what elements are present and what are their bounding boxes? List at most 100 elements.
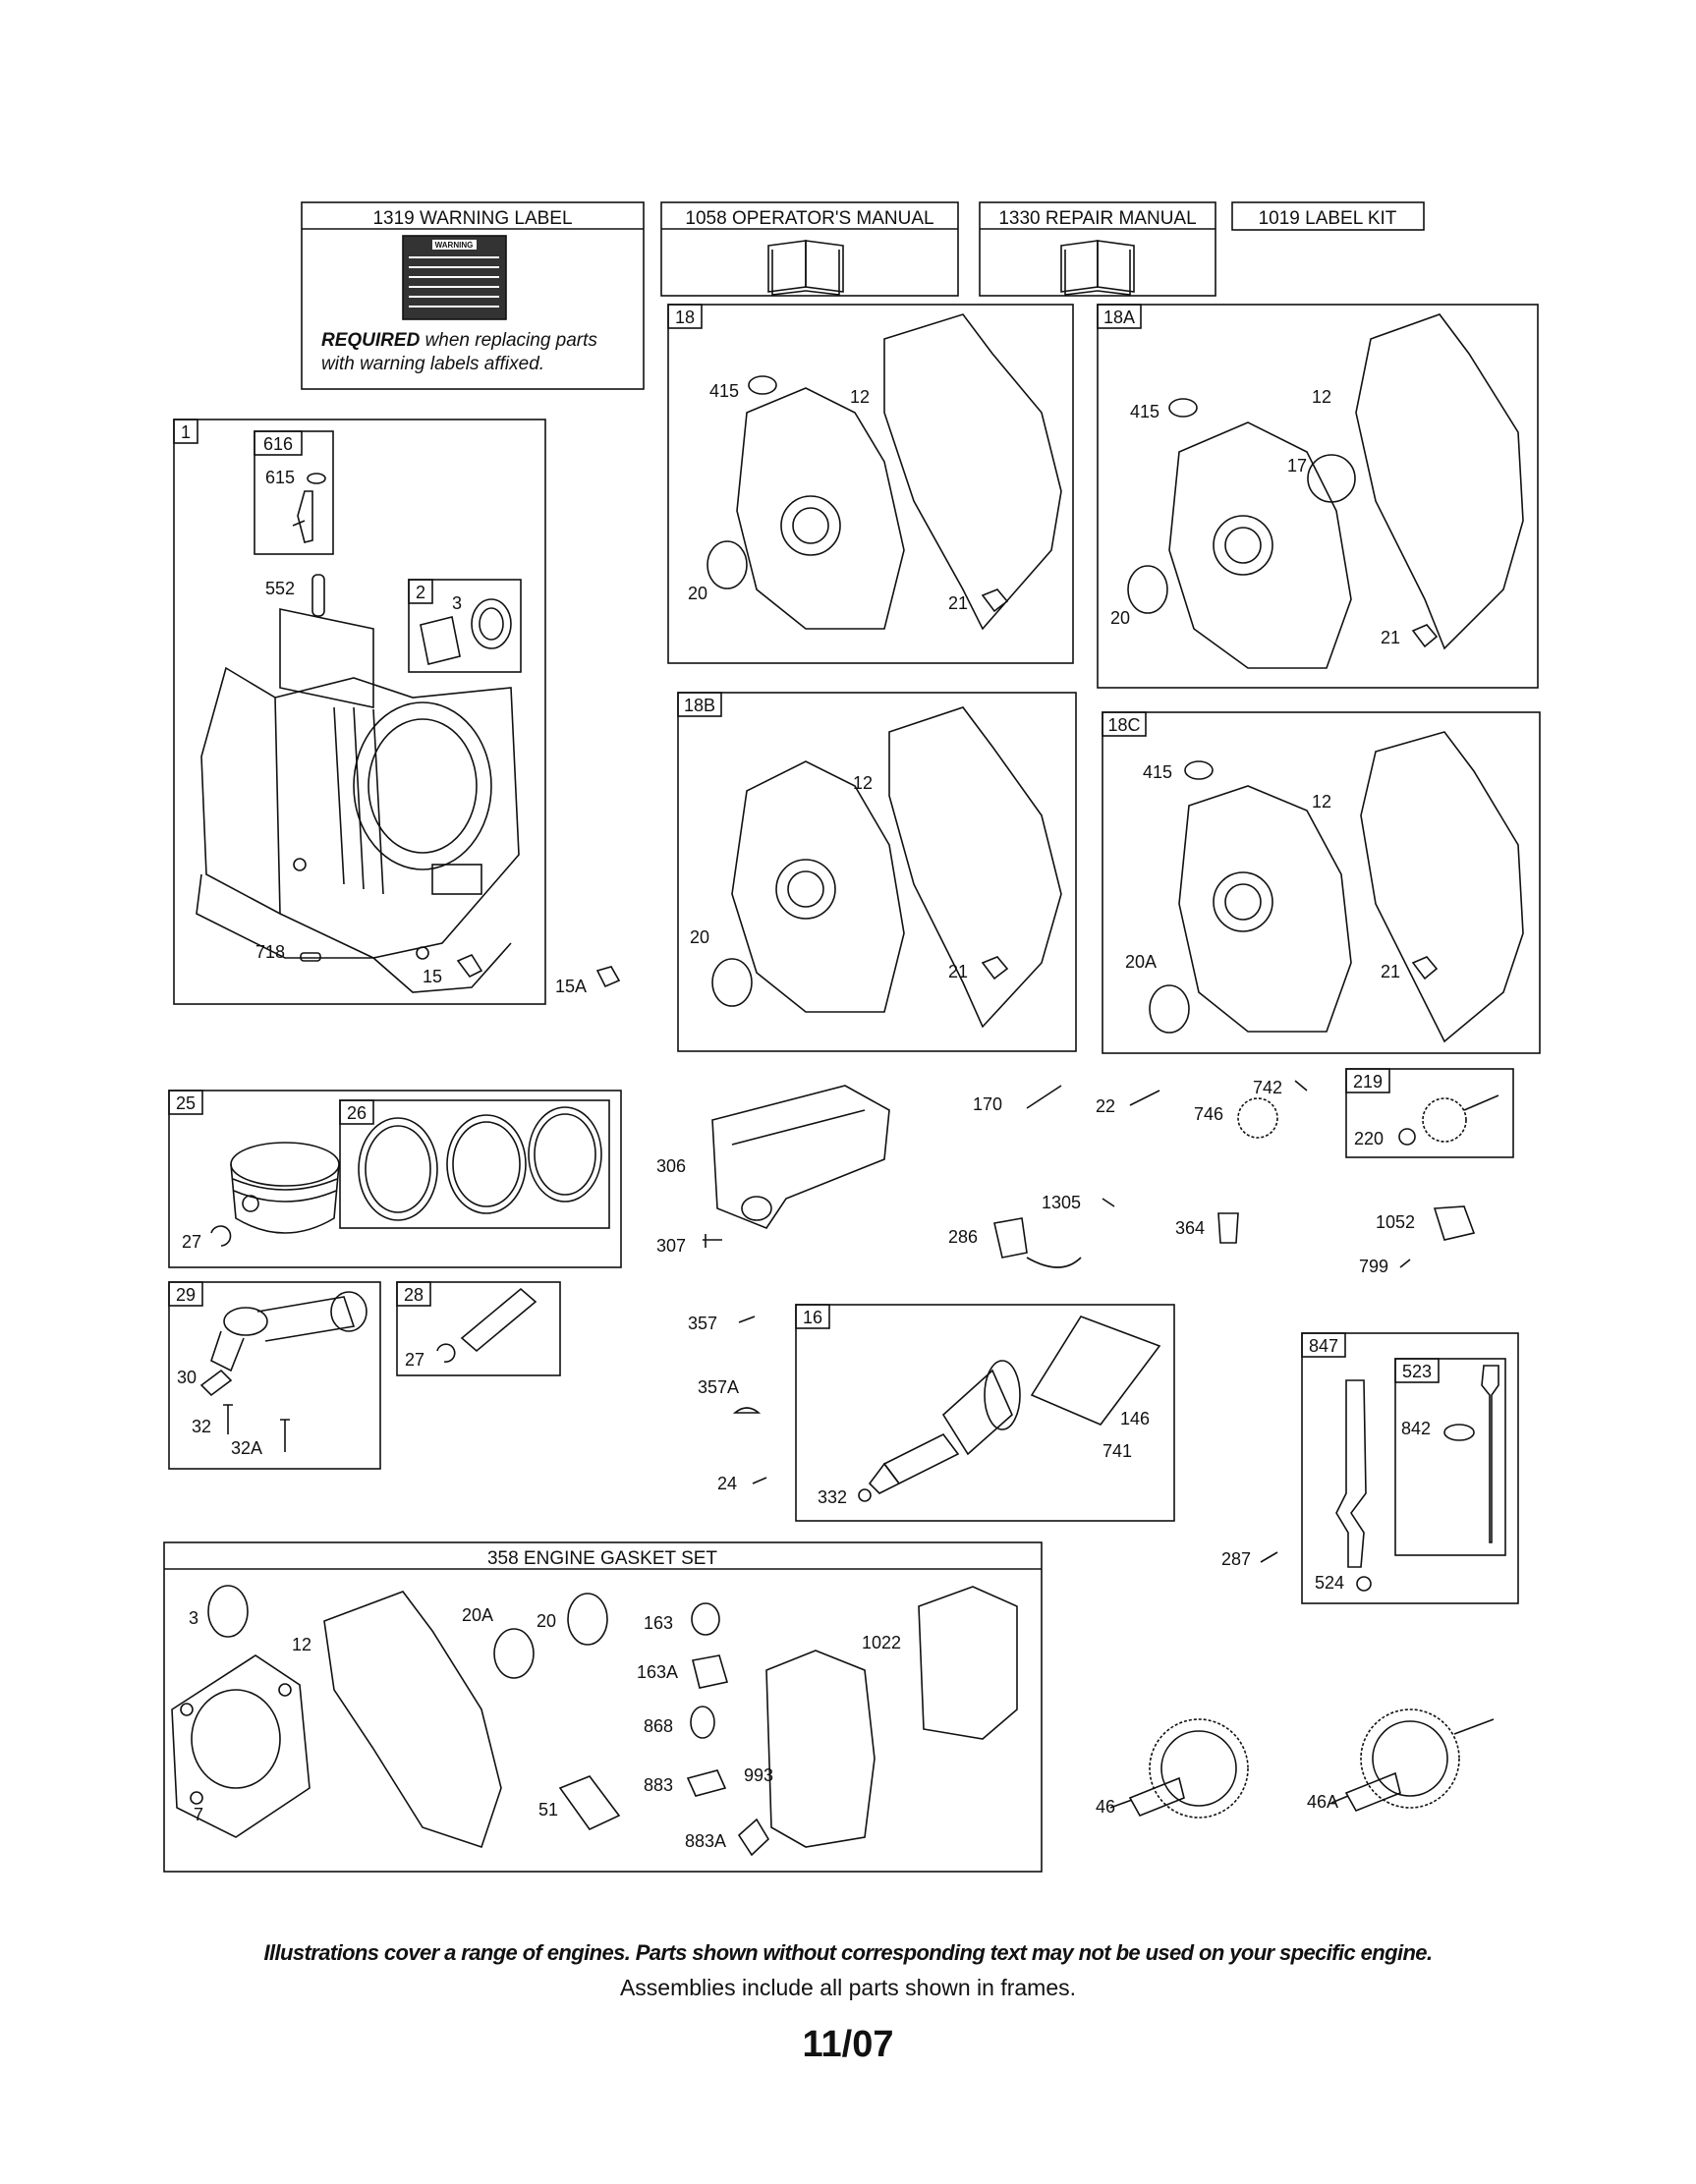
retainer-clip-icon xyxy=(436,1343,456,1363)
washer-icon xyxy=(1294,1080,1308,1092)
frame-label-28: 28 xyxy=(404,1285,424,1305)
callout-32: 32 xyxy=(192,1417,211,1436)
frame-label-18: 18 xyxy=(675,308,695,327)
callout-21: 21 xyxy=(948,593,968,613)
gasket-icon xyxy=(686,1769,727,1797)
crankcase-cover-icon xyxy=(731,760,905,1013)
cover-gasket-icon xyxy=(1360,731,1524,1043)
camshaft-46A-icon xyxy=(1330,1708,1495,1813)
oil-seal-icon xyxy=(567,1593,608,1646)
callout-1052: 1052 xyxy=(1376,1212,1415,1232)
bushing-icon xyxy=(420,616,461,665)
frame-label-26: 26 xyxy=(347,1103,367,1123)
callout-306: 306 xyxy=(656,1156,686,1176)
oil-seal-icon xyxy=(711,958,753,1007)
cover-gasket-icon xyxy=(888,706,1062,1029)
oil-seal-icon xyxy=(493,1628,535,1679)
label-kit-title: 1019 LABEL KIT xyxy=(1259,208,1397,229)
callout-20A: 20A xyxy=(462,1605,493,1625)
piston-frame: 25 26 27 xyxy=(168,1090,622,1268)
callout-842: 842 xyxy=(1401,1419,1431,1438)
elbow-fitting-icon xyxy=(1411,624,1439,648)
cover-gasket-icon xyxy=(323,1591,502,1849)
callout-364: 364 xyxy=(1175,1218,1205,1238)
callout-1022: 1022 xyxy=(862,1633,901,1652)
callout-993: 993 xyxy=(744,1765,773,1785)
oil-seal-icon xyxy=(471,598,512,649)
frame-label-18B: 18B xyxy=(684,696,715,715)
operators-manual-title: 1058 OPERATOR'S MANUAL xyxy=(685,208,933,229)
bearing-icon xyxy=(1307,454,1356,503)
warning-sticker-icon: WARNING xyxy=(402,235,507,320)
frame-label-847: 847 xyxy=(1309,1336,1338,1356)
book-icon xyxy=(767,240,844,296)
callout-357A: 357A xyxy=(698,1377,739,1397)
oil-fill-cap-icon xyxy=(748,375,777,395)
callout-20: 20 xyxy=(1110,608,1130,628)
warning-label-title: 1319 WARNING LABEL xyxy=(372,208,572,229)
callout-21: 21 xyxy=(1381,962,1400,981)
disclaimer-note: Illustrations cover a range of engines. … xyxy=(263,1940,1434,1965)
callout-170: 170 xyxy=(973,1094,1002,1114)
callout-1305: 1305 xyxy=(1042,1193,1081,1212)
repair-manual-title: 1330 REPAIR MANUAL xyxy=(998,208,1196,229)
callout-46A: 46A xyxy=(1307,1792,1338,1812)
drain-plug-icon xyxy=(595,966,621,988)
cover-gasket-icon xyxy=(1355,313,1524,650)
carburetor-gasket-icon xyxy=(765,1650,876,1848)
callout-32A: 32A xyxy=(231,1438,262,1458)
required-note-line1: REQUIRED when replacing parts xyxy=(321,330,597,351)
crankshaft-frame: 16 146 741 332 xyxy=(795,1304,1175,1522)
callout-220: 220 xyxy=(1354,1129,1384,1148)
assemblies-note: Assemblies include all parts shown in fr… xyxy=(619,1975,1077,2000)
callout-286: 286 xyxy=(948,1227,978,1247)
required-note-line2: with warning labels affixed. xyxy=(321,354,544,374)
callout-12: 12 xyxy=(292,1635,311,1654)
crankcase-cover-18-frame: 18 415 12 20 21 xyxy=(667,304,1074,664)
callout-718: 718 xyxy=(255,942,285,962)
gasket-icon xyxy=(690,1706,715,1739)
callout-15A: 15A xyxy=(555,977,587,996)
callout-30: 30 xyxy=(177,1368,197,1387)
book-icon xyxy=(1060,240,1135,296)
callout-21: 21 xyxy=(1381,628,1400,647)
oil-seal-icon xyxy=(207,1585,249,1638)
date-code: 11/07 xyxy=(802,2024,894,2065)
crankcase-cover-18B-frame: 18B 12 20 21 xyxy=(677,692,1077,1052)
governor-gear-icon xyxy=(1237,1097,1278,1139)
callout-15: 15 xyxy=(423,967,442,986)
repair-manual-box: 1330 REPAIR MANUAL xyxy=(979,201,1216,297)
callout-883A: 883A xyxy=(685,1831,726,1851)
warning-label-box: 1319 WARNING LABEL WARNING REQUIRED when… xyxy=(301,201,645,390)
o-ring-icon xyxy=(1443,1424,1475,1441)
washer-icon xyxy=(1398,1128,1416,1146)
frame-label-616: 616 xyxy=(263,434,293,454)
elbow-fitting-icon xyxy=(981,588,1009,613)
callout-746: 746 xyxy=(1194,1104,1223,1124)
warning-sticker-text: WARNING xyxy=(435,241,474,250)
sensor-bracket-icon xyxy=(993,1217,1082,1268)
frame-label-16: 16 xyxy=(803,1308,822,1327)
connecting-rod-icon xyxy=(210,1291,367,1372)
stud-icon xyxy=(1026,1085,1062,1109)
callout-287: 287 xyxy=(1221,1549,1251,1569)
drain-plug-icon xyxy=(456,953,483,979)
valve-guide-icon xyxy=(292,490,313,543)
key-icon xyxy=(732,1407,762,1414)
engine-gasket-set-frame: 358 ENGINE GASKET SET 3 12 7 20A 20 51 1… xyxy=(163,1541,1043,1873)
screw-icon xyxy=(1102,1198,1115,1207)
crankcase-cover-icon xyxy=(1178,785,1352,1033)
nut-icon xyxy=(858,1488,872,1502)
callout-357: 357 xyxy=(688,1314,717,1333)
callout-27: 27 xyxy=(405,1350,424,1370)
intake-gasket-icon xyxy=(558,1775,621,1831)
callout-21: 21 xyxy=(948,962,968,981)
governor-arm-icon xyxy=(1433,1205,1476,1241)
key-icon xyxy=(738,1316,756,1323)
required-note-bold: REQUIRED xyxy=(321,330,421,351)
frame-label-2: 2 xyxy=(416,583,425,602)
callout-12: 12 xyxy=(1312,792,1331,812)
crankcase-cover-18A-frame: 18A 415 12 17 20 21 xyxy=(1097,304,1539,689)
valve-cover-gasket-icon xyxy=(918,1586,1018,1740)
rod-bolt-icon xyxy=(223,1404,233,1434)
